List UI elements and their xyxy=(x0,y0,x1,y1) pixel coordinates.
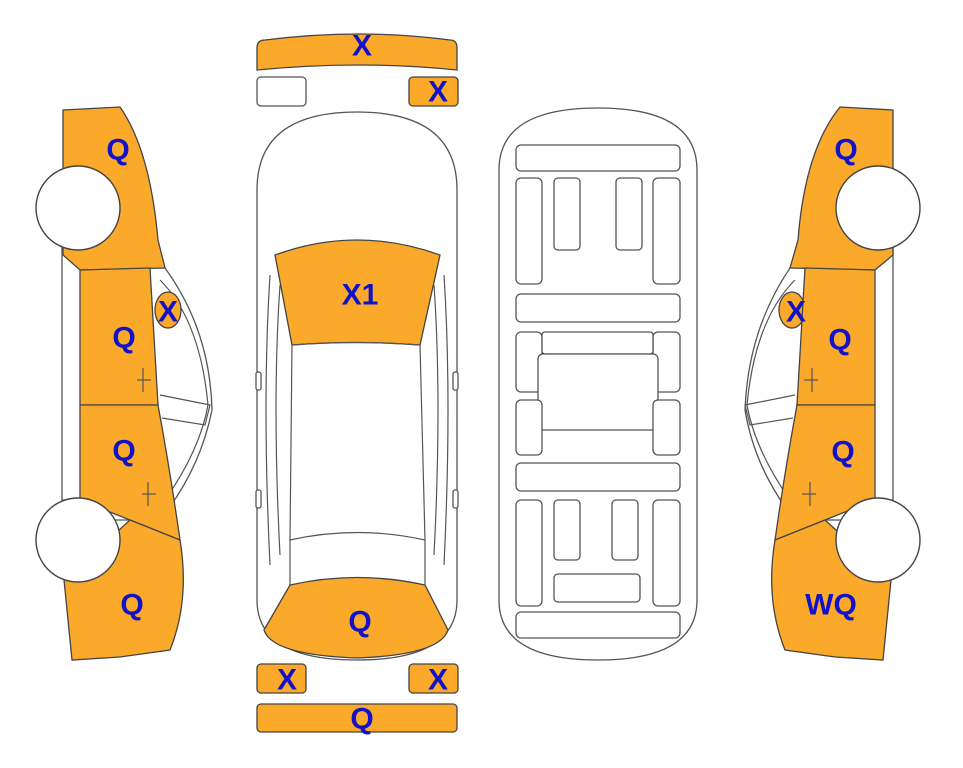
underbody-front-left-slot xyxy=(553,177,581,251)
underbody-rear-left-slot xyxy=(553,499,581,561)
left-front-door-label: Q xyxy=(112,322,135,355)
underbody-rear-right-slot xyxy=(611,499,639,561)
right-side-view: Q X Q Q WQ xyxy=(744,106,921,661)
left-mirror-label: X xyxy=(158,296,178,329)
left-front-wheel xyxy=(35,165,121,251)
right-taillight-label: X xyxy=(428,664,448,697)
left-rear-door-handle xyxy=(142,482,156,506)
left-front-fender-label: Q xyxy=(106,134,129,167)
top-left-side-line-2 xyxy=(275,284,281,556)
underbody-mid-left-2 xyxy=(515,399,543,456)
top-right-mirror xyxy=(452,371,459,391)
underbody-rear-center xyxy=(553,573,641,603)
top-left-mirror-rear xyxy=(255,489,262,509)
left-taillight-label: X xyxy=(277,664,297,697)
underbody-front-right-slot xyxy=(615,177,643,251)
right-rear-door-label: Q xyxy=(831,436,854,469)
underbody-cross-bar-2 xyxy=(515,462,681,492)
front-bumper[interactable] xyxy=(256,33,458,71)
right-front-door-label: Q xyxy=(828,324,851,357)
front-bumper-label: X xyxy=(352,30,372,63)
left-front-door-handle xyxy=(137,368,151,392)
top-right-mirror-rear xyxy=(452,489,459,509)
rear-bumper-label: Q xyxy=(350,703,373,736)
top-left-side-line xyxy=(265,274,271,566)
right-taillight[interactable] xyxy=(408,663,459,694)
top-left-mirror xyxy=(255,371,262,391)
right-mirror-label: X xyxy=(786,296,806,329)
left-headlight[interactable] xyxy=(256,76,307,107)
left-rear-quarter-label: Q xyxy=(120,589,143,622)
trunk-front-line xyxy=(289,540,426,585)
underbody-rear-bar xyxy=(515,611,681,639)
underbody-front-bar xyxy=(515,144,681,172)
top-right-side-line xyxy=(443,274,449,566)
right-side-mirror-line xyxy=(744,394,796,426)
left-side-view: Q X Q Q Q xyxy=(35,106,213,661)
left-taillight[interactable] xyxy=(256,663,307,694)
right-front-wheel xyxy=(835,165,921,251)
right-rear-wheel xyxy=(835,497,921,583)
right-front-door-handle xyxy=(804,368,818,392)
underbody-rear-right-rail xyxy=(652,499,681,607)
trunk-label: Q xyxy=(348,606,371,639)
underbody-cross-bar-1 xyxy=(515,293,681,323)
left-mirror[interactable] xyxy=(154,291,182,329)
left-rear-door-label: Q xyxy=(112,435,135,468)
hood-label: X1 xyxy=(342,279,379,312)
underbody-mid-top xyxy=(541,331,654,355)
right-rear-quarter-label: WQ xyxy=(805,589,857,622)
trunk[interactable] xyxy=(263,576,449,659)
top-view: X X X1 Q X X Q xyxy=(255,30,459,736)
right-headlight-label: X xyxy=(428,76,448,109)
left-side-mirror-line xyxy=(159,394,211,426)
right-front-fender-label: Q xyxy=(834,134,857,167)
underbody-front-right-rail xyxy=(652,177,681,285)
underbody-front-left-rail xyxy=(515,177,543,285)
top-right-side-line-2 xyxy=(433,284,439,556)
underbody-view xyxy=(498,107,698,661)
underbody-center-panel xyxy=(537,353,659,431)
right-headlight[interactable] xyxy=(408,76,459,107)
left-rear-wheel xyxy=(35,497,121,583)
underbody-mid-right-2 xyxy=(652,399,681,456)
right-rear-door-handle xyxy=(802,482,816,506)
underbody-rear-left-rail xyxy=(515,499,543,607)
rear-bumper[interactable] xyxy=(256,703,458,733)
